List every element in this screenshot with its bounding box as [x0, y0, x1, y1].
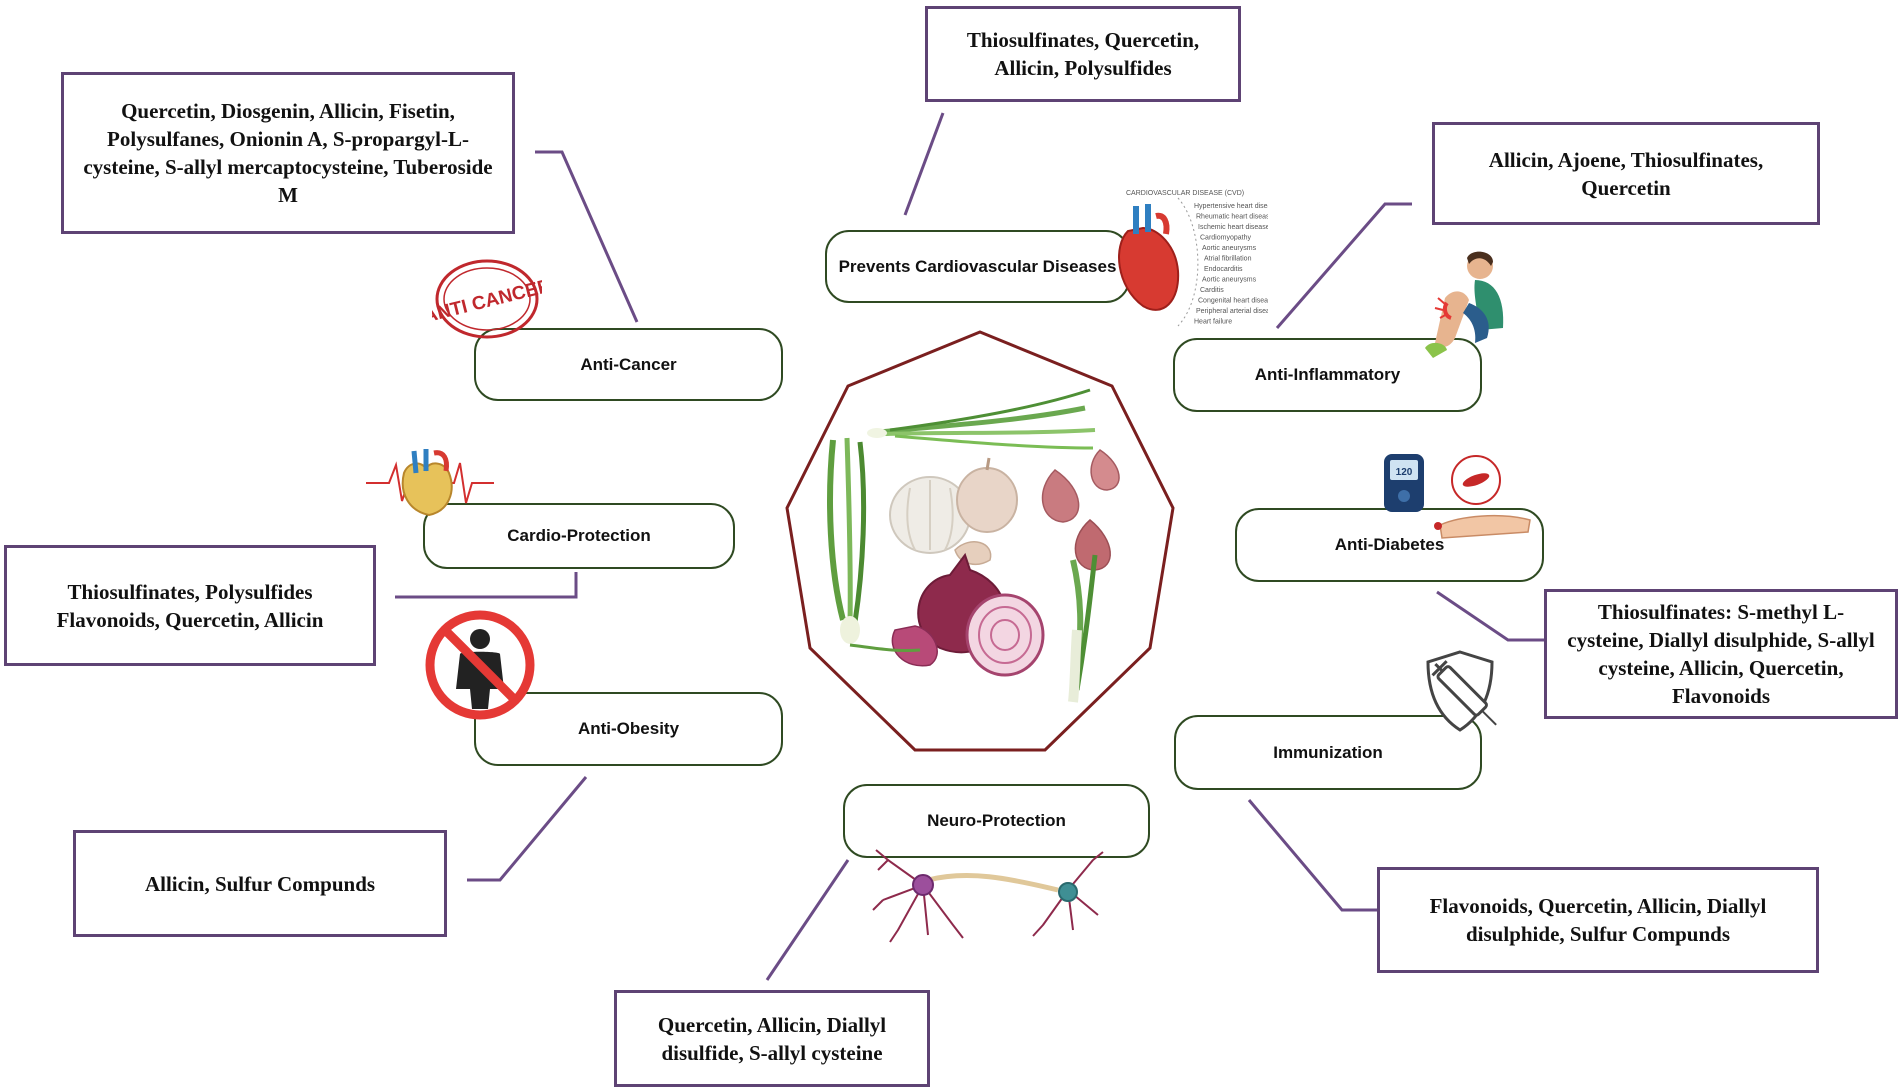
compound-box-anti-diabetes: Thiosulfinates: S-methyl L-cysteine, Dia…: [1544, 589, 1898, 719]
cvd-chart-item: Atrial fibrillation: [1204, 256, 1252, 263]
category-cardio-protection: Cardio-Protection: [423, 503, 735, 569]
heart-ecg-icon: [366, 449, 494, 517]
category-immunization: Immunization: [1174, 715, 1482, 790]
compound-box-neuro-protection: Quercetin, Allicin, Diallyl disulfide, S…: [614, 990, 930, 1087]
category-label-anti-cancer: Anti-Cancer: [580, 354, 677, 374]
cvd-chart-item: Congenital heart disease: [1198, 298, 1268, 305]
compound-text-anti-inflammatory: Allicin, Ajoene, Thiosulfinates, Quercet…: [1488, 147, 1764, 200]
category-label-cardio-protection: Cardio-Protection: [507, 526, 651, 545]
compound-text-anti-cancer: Quercetin, Diosgenin, Allicin, Fisetin, …: [83, 99, 493, 207]
category-anti-obesity: Anti-Obesity: [474, 692, 783, 766]
knee-pain-person-icon: [1425, 251, 1504, 358]
cvd-chart-item: Ischemic heart disease: [1198, 224, 1268, 231]
anti-cancer-stamp-icon: ANTI CANCER: [432, 259, 542, 339]
category-label-cardiovascular: Prevents Cardiovascular Diseases: [838, 256, 1117, 276]
category-label-immunization: Immunization: [1273, 742, 1383, 762]
connector-cardio-protection: [395, 572, 578, 599]
cvd-chart-item: Rheumatic heart disease: [1196, 214, 1268, 221]
connector-anti-diabetes: [1436, 590, 1546, 642]
compound-box-cardiovascular: Thiosulfinates, Quercetin, Allicin, Poly…: [925, 6, 1241, 102]
cvd-chart-item: Aortic aneurysms: [1202, 245, 1257, 252]
cvd-chart-item: Heart failure: [1194, 319, 1232, 326]
category-label-anti-inflammatory: Anti-Inflammatory: [1254, 365, 1401, 384]
compound-box-anti-cancer: Quercetin, Diosgenin, Allicin, Fisetin, …: [61, 72, 515, 234]
connector-immunization: [1247, 799, 1379, 912]
connector-neuro-protection: [765, 859, 850, 981]
category-neuro-protection: Neuro-Protection: [843, 784, 1150, 858]
neuron-icon: [872, 849, 1104, 943]
connector-anti-obesity: [467, 776, 588, 882]
shallot-icon: [1041, 449, 1120, 571]
category-cardiovascular: Prevents Cardiovascular Diseases: [825, 230, 1130, 303]
compound-box-anti-obesity: Allicin, Sulfur Compunds: [73, 830, 447, 937]
cvd-chart-item: Aortic aneurysms: [1202, 277, 1257, 284]
cvd-chart-item: Peripheral arterial disease: [1196, 308, 1268, 315]
compound-text-cardiovascular: Thiosulfinates, Quercetin, Allicin, Poly…: [966, 28, 1200, 80]
category-label-anti-diabetes: Anti-Diabetes: [1334, 535, 1445, 554]
glucometer-icon: 120: [1384, 454, 1531, 539]
category-anti-cancer: Anti-Cancer: [474, 328, 783, 401]
no-obesity-sign-icon: [425, 610, 535, 720]
red-onion-icon: [849, 552, 1045, 677]
connector-anti-inflammatory: [1275, 202, 1412, 329]
green-onion-icon: [827, 437, 867, 644]
vaccine-shield-icon: [1426, 650, 1497, 732]
cvd-chart-title: CARDIOVASCULAR DISEASE (CVD): [1126, 190, 1244, 197]
compound-text-immunization: Flavonoids, Quercetin, Allicin, Diallyl …: [1429, 894, 1767, 946]
compound-text-cardio-protection: Thiosulfinates, Polysulfides Flavonoids,…: [56, 579, 324, 632]
leek-icon: [1068, 554, 1098, 703]
compound-text-anti-obesity: Allicin, Sulfur Compunds: [144, 871, 376, 896]
cvd-chart-item: Carditis: [1200, 287, 1224, 294]
heart-cvd-chart-icon: CARDIOVASCULAR DISEASE (CVD) Hypertensiv…: [1118, 190, 1268, 327]
compound-box-immunization: Flavonoids, Quercetin, Allicin, Diallyl …: [1377, 867, 1819, 973]
glucometer-reading: 120: [1396, 467, 1413, 478]
compound-box-anti-inflammatory: Allicin, Ajoene, Thiosulfinates, Quercet…: [1432, 122, 1820, 225]
cvd-chart-item: Cardiomyopathy: [1200, 235, 1251, 242]
allium-vegetables-illustration: [785, 330, 1175, 752]
cvd-chart-item: Endocarditis: [1204, 266, 1243, 273]
center-octagon: [785, 330, 1175, 752]
cvd-chart-items: Hypertensive heart diseaseRheumatic hear…: [1194, 203, 1268, 326]
cvd-chart-item: Hypertensive heart disease: [1194, 203, 1268, 210]
category-label-anti-obesity: Anti-Obesity: [577, 719, 680, 738]
compound-text-anti-diabetes: Thiosulfinates: S-methyl L-cysteine, Dia…: [1567, 600, 1875, 708]
anti-cancer-stamp-text: ANTI CANCER: [432, 275, 542, 327]
category-label-neuro-protection: Neuro-Protection: [927, 811, 1066, 830]
compound-text-neuro-protection: Quercetin, Allicin, Diallyl disulfide, S…: [657, 1012, 887, 1065]
connector-cardiovascular: [903, 112, 945, 216]
spring-onion-icon: [867, 388, 1096, 450]
compound-box-cardio-protection: Thiosulfinates, Polysulfides Flavonoids,…: [4, 545, 376, 666]
connector-anti-cancer: [535, 150, 639, 323]
garlic-icon: [889, 457, 1018, 566]
